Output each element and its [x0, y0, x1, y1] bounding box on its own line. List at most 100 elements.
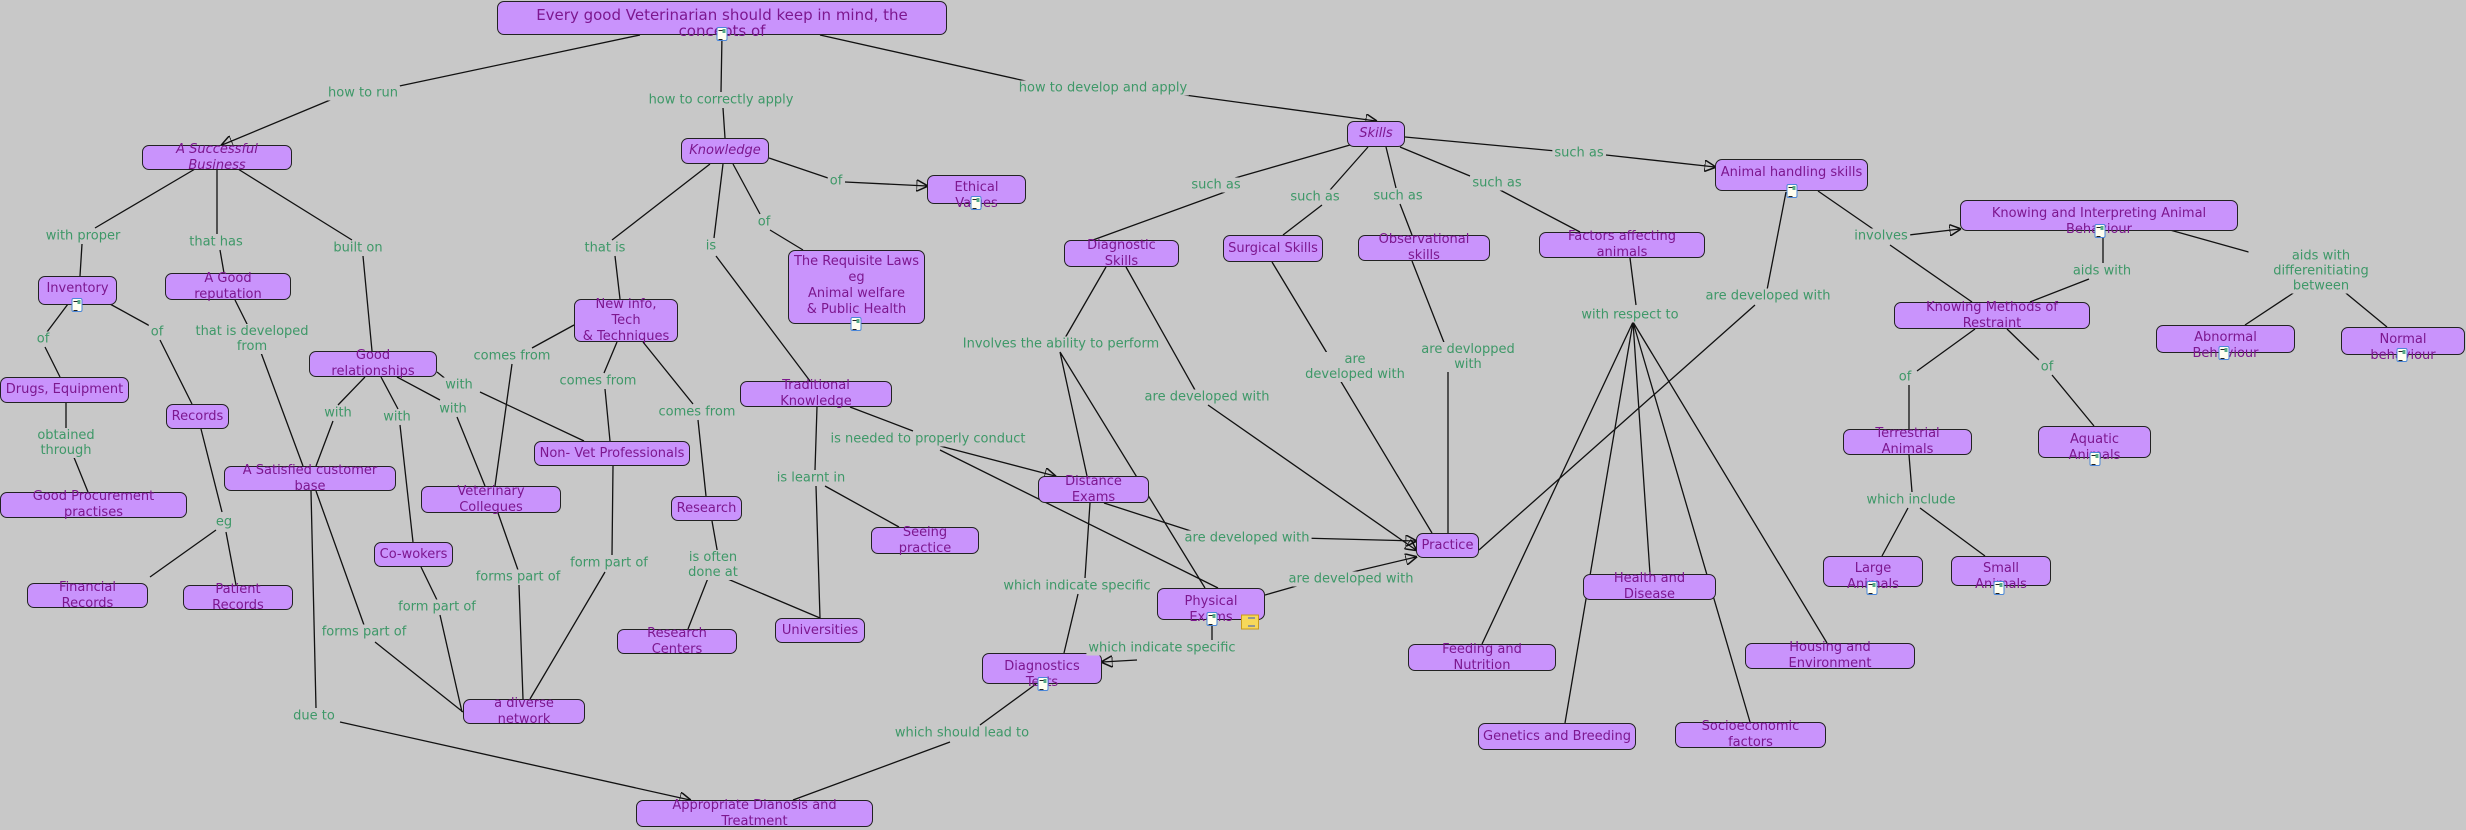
- concept-genetics[interactable]: Genetics and Breeding: [1478, 723, 1636, 750]
- concept-housing[interactable]: Housing and Environment: [1745, 640, 1915, 671]
- document-image-icon[interactable]: [2094, 224, 2106, 238]
- concept-diverse-network[interactable]: a diverse network: [463, 696, 585, 727]
- link-label[interactable]: which include: [1864, 492, 1958, 508]
- link-label[interactable]: are developed with: [1142, 389, 1272, 405]
- link-label[interactable]: that is developed from: [193, 324, 311, 354]
- document-image-icon[interactable]: [2218, 346, 2230, 360]
- concept-restraint[interactable]: Knowing Methods of Restraint: [1894, 300, 2090, 331]
- document-image-icon[interactable]: [850, 317, 862, 331]
- concept-feeding[interactable]: Feeding and Nutrition: [1408, 642, 1556, 673]
- link-label[interactable]: involves: [1852, 228, 1910, 244]
- link-label[interactable]: which indicate specific: [1001, 578, 1153, 594]
- concept-successful-business[interactable]: A Successful Business: [142, 142, 292, 173]
- concept-non-vet[interactable]: Non- Vet Professionals: [534, 441, 690, 466]
- link-label[interactable]: with respect to: [1579, 307, 1681, 323]
- document-image-icon[interactable]: [71, 298, 83, 312]
- link-label[interactable]: how to run: [326, 85, 400, 101]
- link-label[interactable]: is needed to properly conduct: [828, 431, 1028, 447]
- link-label[interactable]: are devlopped with: [1419, 342, 1517, 372]
- concept-requisite-laws[interactable]: The Requisite Laws eg Animal welfare & P…: [788, 250, 925, 324]
- link-label[interactable]: of: [2038, 359, 2056, 375]
- document-image-icon[interactable]: [1786, 184, 1798, 198]
- concept-new-info[interactable]: New info, Tech & Techniques: [574, 297, 678, 344]
- concept-good-reputation[interactable]: A Good reputation: [165, 271, 291, 302]
- concept-good-relationships[interactable]: Good relationships: [309, 348, 437, 379]
- concept-seeing-practice[interactable]: Seeing practice: [871, 525, 979, 556]
- link-label[interactable]: form part of: [568, 555, 650, 571]
- link-label[interactable]: due to: [291, 708, 337, 724]
- concept-research[interactable]: Research: [671, 496, 742, 521]
- link-label[interactable]: obtained through: [35, 428, 97, 458]
- link-label[interactable]: forms part of: [473, 569, 563, 585]
- document-image-icon[interactable]: [1037, 677, 1049, 691]
- link-label[interactable]: with: [443, 377, 475, 393]
- concept-good-procurement[interactable]: Good Procurement practises: [0, 489, 187, 520]
- link-label[interactable]: comes from: [471, 348, 553, 364]
- concept-drugs-equipment[interactable]: Drugs, Equipment: [0, 377, 129, 403]
- link-label[interactable]: are developed with: [1303, 352, 1407, 382]
- link-label[interactable]: such as: [1371, 188, 1425, 204]
- concept-coworkers[interactable]: Co-wokers: [374, 542, 453, 567]
- concept-observational-skills[interactable]: Observational skills: [1358, 232, 1490, 263]
- link-label[interactable]: built on: [331, 240, 385, 256]
- link-label[interactable]: such as: [1552, 145, 1606, 161]
- document-image-icon[interactable]: [1206, 612, 1218, 626]
- document-image-icon[interactable]: [2396, 348, 2408, 362]
- document-image-icon[interactable]: [1866, 581, 1878, 595]
- link-label[interactable]: such as: [1189, 177, 1243, 193]
- link-label[interactable]: is often done at: [686, 550, 740, 580]
- concept-factors[interactable]: Factors affecting animals: [1539, 229, 1705, 260]
- concept-diagnostic-skills[interactable]: Diagnostic Skills: [1064, 238, 1179, 269]
- link-label[interactable]: of: [148, 324, 166, 340]
- link-label[interactable]: of: [827, 173, 845, 189]
- link-label[interactable]: with: [322, 405, 354, 421]
- link-label[interactable]: which should lead to: [892, 725, 1032, 741]
- document-image-icon[interactable]: [1993, 581, 2005, 595]
- concept-traditional-knowledge[interactable]: Traditional Knowledge: [740, 378, 892, 409]
- link-label[interactable]: of: [1896, 369, 1914, 385]
- concept-skills[interactable]: Skills: [1347, 121, 1405, 147]
- link-label[interactable]: that is: [582, 240, 628, 256]
- concept-surgical-skills[interactable]: Surgical Skills: [1223, 235, 1323, 262]
- link-label[interactable]: are developed with: [1703, 288, 1833, 304]
- document-image-icon[interactable]: [970, 196, 982, 210]
- concept-practice[interactable]: Practice: [1416, 533, 1479, 558]
- concept-knowledge[interactable]: Knowledge: [681, 138, 769, 164]
- link-label[interactable]: such as: [1470, 175, 1524, 191]
- concept-vet-collegues[interactable]: Veterinary Collegues: [421, 484, 561, 515]
- document-image-icon[interactable]: [2089, 452, 2101, 466]
- concept-universities[interactable]: Universities: [775, 618, 865, 643]
- link-label[interactable]: of: [755, 214, 773, 230]
- link-label[interactable]: how to correctly apply: [646, 92, 796, 108]
- concept-terrestrial[interactable]: Terrestrial Animals: [1843, 426, 1972, 457]
- concept-health-disease[interactable]: Health and Disease: [1583, 571, 1716, 602]
- concept-appropriate-diagnosis[interactable]: Appropriate Dianosis and Treatment: [636, 798, 873, 829]
- link-label[interactable]: which indicate specific: [1086, 640, 1238, 656]
- document-image-icon[interactable]: [716, 27, 728, 41]
- concept-interpreting-behaviour[interactable]: Knowing and Interpreting Animal Behaviou…: [1960, 200, 2238, 237]
- link-label[interactable]: eg: [213, 514, 235, 530]
- link-label[interactable]: how to develop and apply: [1016, 80, 1190, 96]
- concept-socioeconomic[interactable]: Socioeconomic factors: [1675, 719, 1826, 750]
- link-label[interactable]: aids with: [2070, 263, 2134, 279]
- link-label[interactable]: comes from: [557, 373, 639, 389]
- link-label[interactable]: that has: [187, 234, 245, 250]
- concept-distance-exams[interactable]: Distance Exams: [1038, 474, 1149, 505]
- link-label[interactable]: Involves the ability to perform: [960, 336, 1162, 352]
- concept-satisfied-customers[interactable]: A Satisfied customer base: [224, 463, 396, 494]
- concept-research-centers[interactable]: Research Centers: [617, 626, 737, 657]
- link-label[interactable]: of: [34, 331, 52, 347]
- link-label[interactable]: with: [437, 401, 469, 417]
- link-label[interactable]: are developed with: [1182, 530, 1312, 546]
- link-label[interactable]: is: [703, 238, 719, 254]
- link-label[interactable]: with proper: [43, 228, 123, 244]
- link-label[interactable]: are developed with: [1286, 571, 1416, 587]
- link-label[interactable]: forms part of: [319, 624, 409, 640]
- link-label[interactable]: such as: [1288, 189, 1342, 205]
- note-icon[interactable]: [1241, 614, 1259, 630]
- link-label[interactable]: comes from: [656, 404, 738, 420]
- link-label[interactable]: with: [381, 409, 413, 425]
- concept-patient-records[interactable]: Patient Records: [183, 582, 293, 613]
- concept-animal-handling[interactable]: Animal handling skills: [1715, 159, 1868, 191]
- concept-financial-records[interactable]: Financial Records: [27, 580, 148, 611]
